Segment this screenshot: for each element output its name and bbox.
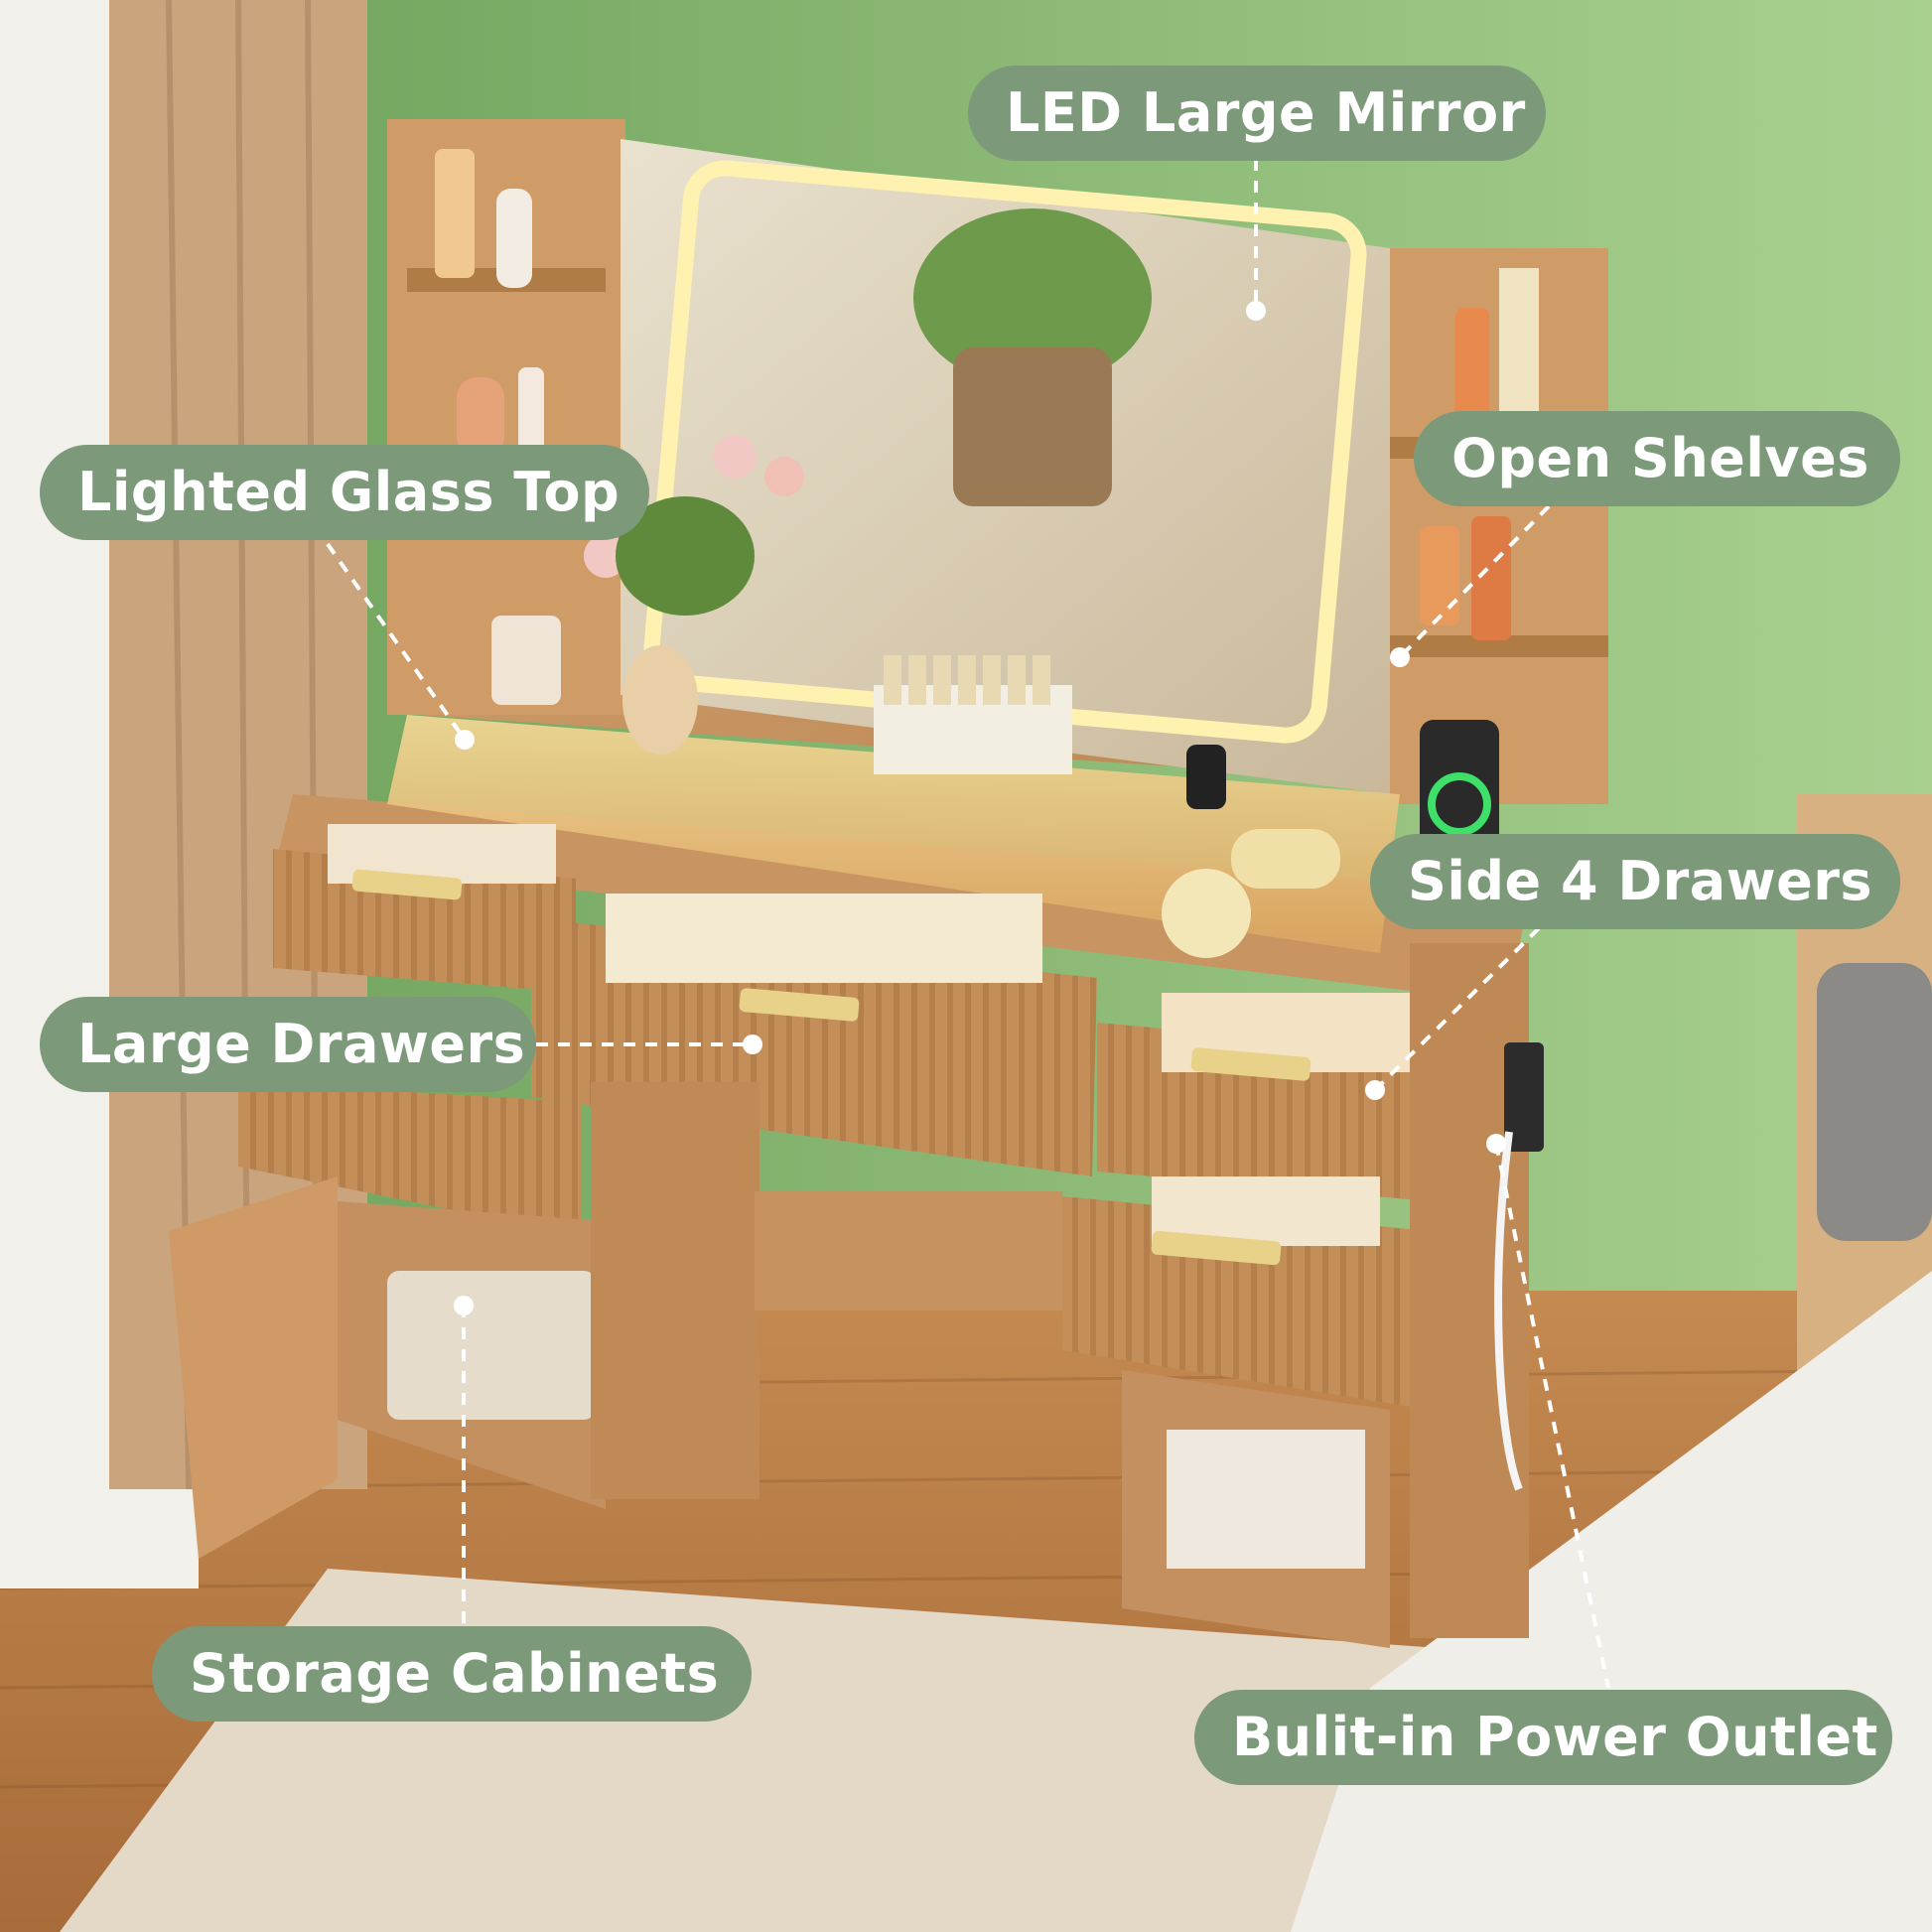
power-outlet — [1504, 1042, 1544, 1152]
drawer-top-left — [273, 849, 576, 993]
cabinet-left-side — [591, 1082, 759, 1499]
open-shelves-label: Open Shelves — [1414, 411, 1900, 506]
side-4-drawers-label: Side 4 Drawers — [1370, 834, 1900, 929]
leader-dots — [454, 301, 1506, 1315]
large-drawers-label: Large Drawers — [40, 997, 536, 1092]
bed-pillow — [1817, 963, 1932, 1241]
led-large-mirror-label: LED Large Mirror — [968, 66, 1546, 161]
storage-cabinets-label: Storage Cabinets — [152, 1626, 752, 1722]
cabinet-door-left — [169, 1176, 338, 1559]
power-outlet-label: Bulit-in Power Outlet — [1194, 1690, 1892, 1785]
phone — [1420, 720, 1499, 849]
lighted-glass-top-label: Lighted Glass Top — [40, 445, 649, 540]
drawer-left-lower — [238, 1082, 581, 1236]
leader-lines — [326, 159, 1610, 1689]
glass-top — [387, 715, 1400, 953]
